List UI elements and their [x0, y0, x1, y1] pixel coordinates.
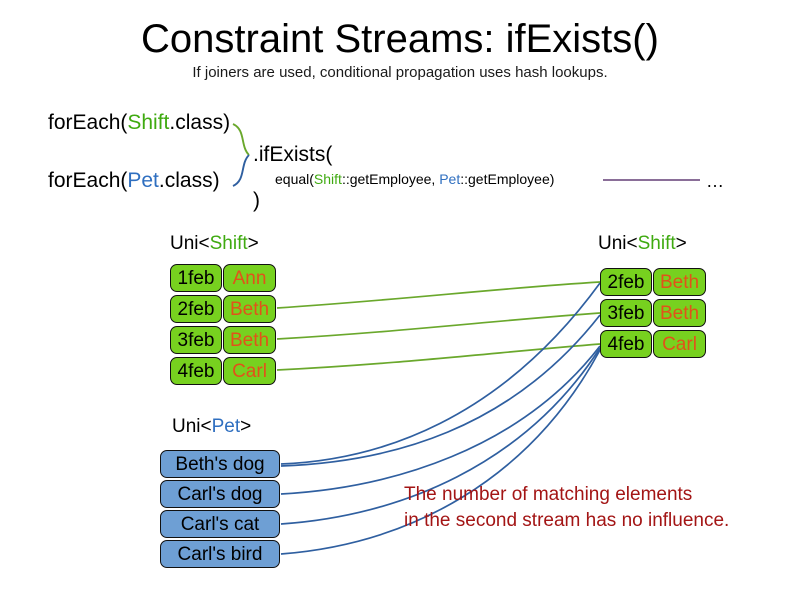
- cell-date: 2feb: [170, 295, 222, 323]
- code-ifexists-call: .ifExists(: [253, 143, 333, 166]
- code-ellipsis: …: [706, 171, 724, 191]
- label-uni-shift-right-prefix: Uni<: [598, 233, 638, 254]
- code-close-paren: ): [253, 189, 260, 212]
- label-uni-pet-type: Pet: [211, 416, 241, 437]
- table-row[interactable]: 1feb Ann: [170, 264, 276, 292]
- page-subtitle: If joiners are used, conditional propaga…: [192, 64, 608, 81]
- annotation-line-1: The number of matching elements: [404, 484, 693, 505]
- wire-blue-beth-dog-3feb: [280, 314, 601, 467]
- wire-green-4feb: [276, 343, 601, 371]
- label-uni-pet: Uni<Pet>: [172, 415, 251, 438]
- cell-date: 4feb: [170, 357, 222, 385]
- code-foreach-pet-prefix: forEach(: [48, 169, 128, 192]
- wire-blue-carl-dog-4feb: [280, 345, 601, 495]
- code-foreach-shift-suffix: .class): [169, 111, 231, 134]
- code-joiner-right-ref: ::getEmployee): [460, 171, 555, 187]
- code-foreach-shift-prefix: forEach(: [48, 111, 128, 134]
- table-row[interactable]: 4feb Carl: [600, 330, 706, 358]
- code-equal-prefix: equal(: [275, 171, 314, 187]
- code-type-shift: Shift: [127, 111, 170, 134]
- label-uni-shift-right-type: Shift: [637, 233, 676, 254]
- code-foreach-pet: forEach(Pet.class): [48, 168, 220, 193]
- code-foreach-shift: forEach(Shift.class): [48, 110, 230, 135]
- table-row[interactable]: 3feb Beth: [170, 326, 276, 354]
- label-uni-shift-right: Uni<Shift>: [598, 232, 687, 255]
- label-uni-shift-right-suffix: >: [675, 233, 687, 254]
- list-item[interactable]: Carl's cat: [160, 510, 280, 538]
- cell-name: Beth: [653, 299, 706, 327]
- brace-arm-pet: [232, 154, 250, 187]
- cell-date: 1feb: [170, 264, 222, 292]
- wire-blue-beth-dog-2feb: [280, 282, 601, 465]
- cell-date: 4feb: [600, 330, 652, 358]
- code-foreach-pet-suffix: .class): [158, 169, 220, 192]
- table-row[interactable]: 4feb Carl: [170, 357, 276, 385]
- cell-name: Carl: [223, 357, 276, 385]
- label-uni-shift-left-type: Shift: [209, 233, 248, 254]
- cell-name: Ann: [223, 264, 276, 292]
- brace-arm-shift: [232, 123, 250, 156]
- cell-name: Beth: [653, 268, 706, 296]
- table-row[interactable]: 2feb Beth: [170, 295, 276, 323]
- list-item[interactable]: Beth's dog: [160, 450, 280, 478]
- wire-green-3feb: [276, 312, 601, 340]
- code-type-pet: Pet: [127, 169, 159, 192]
- code-joiner-right-type: Pet: [439, 171, 461, 187]
- cell-date: 2feb: [600, 268, 652, 296]
- list-item[interactable]: Carl's bird: [160, 540, 280, 568]
- table-row[interactable]: 2feb Beth: [600, 268, 706, 296]
- label-uni-shift-left-suffix: >: [247, 233, 259, 254]
- cell-date: 3feb: [600, 299, 652, 327]
- list-item[interactable]: Carl's dog: [160, 480, 280, 508]
- code-equal-joiner: equal(Shift::getEmployee, Pet::getEmploy…: [275, 170, 554, 188]
- cell-name: Beth: [223, 326, 276, 354]
- code-joiner-left-ref: ::getEmployee,: [341, 171, 440, 187]
- cell-name: Carl: [653, 330, 706, 358]
- label-uni-pet-prefix: Uni<: [172, 416, 212, 437]
- label-uni-shift-left: Uni<Shift>: [170, 232, 259, 255]
- table-row[interactable]: 3feb Beth: [600, 299, 706, 327]
- code-joiner-left-type: Shift: [313, 171, 342, 187]
- annotation-line-2: in the second stream has no influence.: [404, 510, 730, 531]
- wire-green-2feb: [276, 281, 601, 309]
- cell-name: Beth: [223, 295, 276, 323]
- label-uni-shift-left-prefix: Uni<: [170, 233, 210, 254]
- cell-date: 3feb: [170, 326, 222, 354]
- page-title: Constraint Streams: ifExists(): [141, 17, 659, 61]
- label-uni-pet-suffix: >: [240, 416, 252, 437]
